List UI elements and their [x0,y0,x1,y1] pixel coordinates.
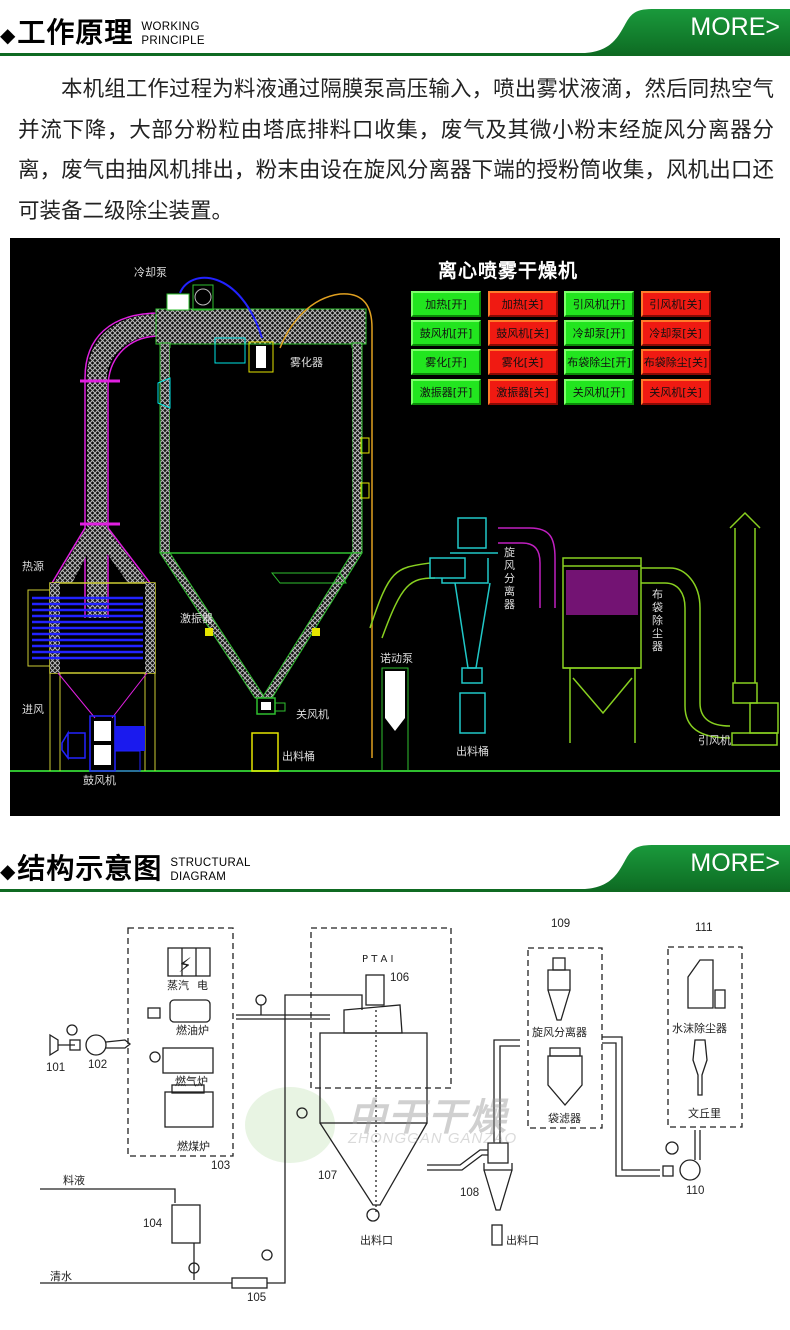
label-blower: 鼓风机 [83,774,116,787]
subtitle-line-2: PRINCIPLE [141,35,205,47]
label-water-scrubber: 水沫除尘器 [672,1022,727,1035]
subtitle-line-1: WORKING [141,21,200,33]
num-101: 101 [46,1062,66,1074]
more-button[interactable]: MORE> [585,841,790,889]
bag-filter [562,557,642,743]
label-electric: 电 [197,979,208,992]
label-rotary-valve: 关风机 [296,708,329,721]
watermark-text-cn: 中干干燥 [348,1095,509,1139]
watermark-logo [245,1087,335,1163]
section-subtitle-en: STRUCTURAL DIAGRAM [170,856,250,884]
label-peristaltic-pump: 诺动泵 [380,652,413,665]
diamond-bullet-icon: ◆ [0,859,16,883]
num-111: 111 [695,922,713,934]
label-air-inlet: 进风 [22,703,44,716]
control-button-off[interactable]: 引风机[关] [640,291,711,317]
control-button-off[interactable]: 关风机[关] [640,378,711,405]
section-header-working-principle: ◆ 工作原理 WORKING PRINCIPLE MORE> [0,0,790,56]
filter-bags [566,570,638,615]
label-cooling-pump: 冷却泵 [134,266,167,279]
label-coal-furnace: 燃煤炉 [177,1140,210,1153]
intro-paragraph: 本机组工作过程为料液通过隔膜泵高压输入，喷出雾状液滴，然后同热空气并流下降，大部… [18,77,774,224]
dcs-title: 离心喷雾干燥机 [438,260,579,282]
num-104: 104 [143,1218,163,1230]
section-header-structural-diagram: ◆ 结构示意图 STRUCTURAL DIAGRAM MORE> [0,836,790,892]
section-title-wrap: ◆ 工作原理 WORKING PRINCIPLE [0,16,205,50]
label-cyclone: 旋风分离器 [504,546,515,611]
label-steam: 蒸汽 [167,979,189,992]
cyclone-separator [429,517,498,734]
more-button[interactable]: MORE> [585,5,790,53]
num-109: 109 [551,918,571,930]
control-button-off[interactable]: 加热[关] [487,291,558,317]
control-button-on[interactable]: 冷却泵[开] [564,320,634,347]
num-105: 105 [247,1292,267,1304]
section-title-wrap: ◆ 结构示意图 STRUCTURAL DIAGRAM [0,852,251,886]
structural-diagram: P T A I [40,927,743,1289]
num-106: 106 [390,972,410,984]
control-button-off[interactable]: 布袋除尘[关] [640,349,711,376]
label-heat-source: 热源 [22,560,44,573]
discharge-bucket [251,732,279,772]
heater-box [27,582,156,771]
label-outlet-2: 出料口 [506,1234,539,1247]
control-button-off[interactable]: 雾化[关] [487,349,558,376]
control-button-off[interactable]: 冷却泵[关] [640,320,711,347]
label-clean-water: 清水 [50,1270,72,1283]
diamond-bullet-icon: ◆ [0,23,16,47]
watermark-text-en: ZHONGGAN GANZAO [348,1130,518,1147]
section-title: 结构示意图 [17,852,163,885]
label-discharge-bucket: 出料桶 [282,750,315,763]
label-cyclone: 旋风分离器 [532,1026,587,1039]
control-button-on[interactable]: 加热[开] [411,291,481,317]
control-button-on[interactable]: 引风机[开] [564,291,634,317]
control-button-on[interactable]: 雾化[开] [411,349,481,376]
more-label: MORE> [690,13,780,41]
more-tab-shape-icon [585,9,790,53]
num-107: 107 [318,1170,338,1182]
exhaust-stack [729,511,779,746]
dcs-control-screen: 离心喷雾干燥机 加热[开]加热[关]引风机[开]引风机[关] 鼓风机[开]鼓风机[… [10,238,780,816]
label-feed-liquid: 料液 [63,1174,85,1187]
control-button-on[interactable]: 关风机[开] [564,378,634,405]
num-102: 102 [88,1059,108,1071]
process-schematic [10,276,780,772]
svg-text:P T A I: P T A I [362,954,393,965]
section-rule [0,53,790,56]
drying-chamber [155,276,373,758]
section-title: 工作原理 [17,16,134,49]
section-rule [0,889,790,892]
control-button-off[interactable]: 鼓风机[关] [487,320,558,347]
control-button-off[interactable]: 激振器[关] [487,378,558,405]
duct-insulation [87,378,107,618]
more-label: MORE> [690,849,780,877]
rotary-valve [256,697,286,715]
num-108: 108 [460,1187,480,1199]
subtitle-line-2: DIAGRAM [170,871,227,883]
num-103: 103 [211,1160,231,1172]
label-bag-filter: 袋滤器 [548,1112,581,1125]
blower [61,715,145,772]
label-cyclone-bucket: 出料桶 [456,745,489,758]
num-110: 110 [686,1185,705,1197]
label-vibrator: 激振器 [180,612,213,625]
control-button-grid: 加热[开]加热[关]引风机[开]引风机[关] 鼓风机[开]鼓风机[关]冷却泵[开]… [411,291,711,405]
label-bag-filter: 布袋除尘器 [652,588,663,653]
label-gas-furnace: 燃气炉 [175,1075,208,1088]
label-induced-fan: 引风机 [698,734,731,747]
control-button-on[interactable]: 布袋除尘[开] [564,349,634,376]
hot-air-duct [84,312,161,618]
label-venturi: 文丘里 [688,1107,721,1120]
peristaltic-pump [381,667,409,772]
lightning-icon: ⚡ [178,953,192,977]
section-subtitle-en: WORKING PRINCIPLE [141,20,204,48]
subtitle-line-1: STRUCTURAL [170,857,251,869]
control-button-on[interactable]: 激振器[开] [411,378,481,405]
control-button-on[interactable]: 鼓风机[开] [411,320,481,347]
label-outlet-1: 出料口 [360,1234,393,1247]
label-oil-furnace: 燃油炉 [176,1024,209,1037]
more-tab-shape-icon [585,845,790,889]
label-atomizer: 雾化器 [290,356,323,369]
